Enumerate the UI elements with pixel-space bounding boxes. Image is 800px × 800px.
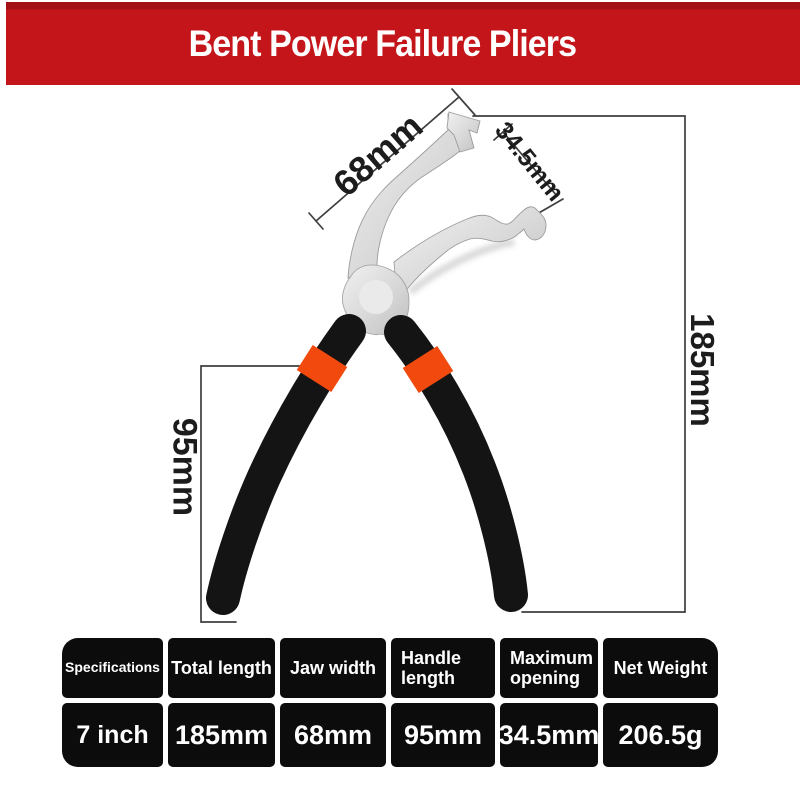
dim-345-tick-b [536,198,564,215]
spec-header-total-length: Total length [168,638,275,698]
spec-value-net-weight: 206.5g [603,703,718,767]
spec-table: Specifications Total length Jaw width Ha… [62,638,718,767]
dim-95-bracket [200,365,331,623]
page-title: Bent Power Failure Pliers [188,22,577,64]
dim-label-total-length: 185mm [684,313,721,427]
dim-label-handle-length: 95mm [165,417,204,517]
spec-value-size: 7 inch [62,703,163,767]
pliers-tip-pad [446,111,481,153]
spec-value-total-length: 185mm [168,703,275,767]
spec-value-jaw-width: 68mm [280,703,386,767]
pliers-grip-band-right [402,345,454,394]
dimension-lines [200,88,686,623]
pliers-pivot-rivet [359,280,393,314]
dim-68-line [315,96,460,222]
header-banner: Bent Power Failure Pliers [6,2,800,85]
pliers-shadow [407,238,515,295]
spec-header-handle-length: Handle length [391,638,495,698]
spec-value-maximum-opening: 34.5mm [499,703,599,767]
dim-185-bracket [472,115,686,613]
spec-header-net-weight: Net Weight [603,638,718,698]
pliers-grip-band-left [296,344,348,393]
spec-header-maximum-opening: Maximum opening [500,638,598,698]
spec-value-handle-length: 95mm [391,703,495,767]
pliers-hook-jaw [393,206,547,299]
dim-68-tick-b [451,88,476,116]
dim-345-line [502,131,558,197]
spec-header-specifications: Specifications [62,638,163,698]
spec-header-jaw-width: Jaw width [280,638,386,698]
